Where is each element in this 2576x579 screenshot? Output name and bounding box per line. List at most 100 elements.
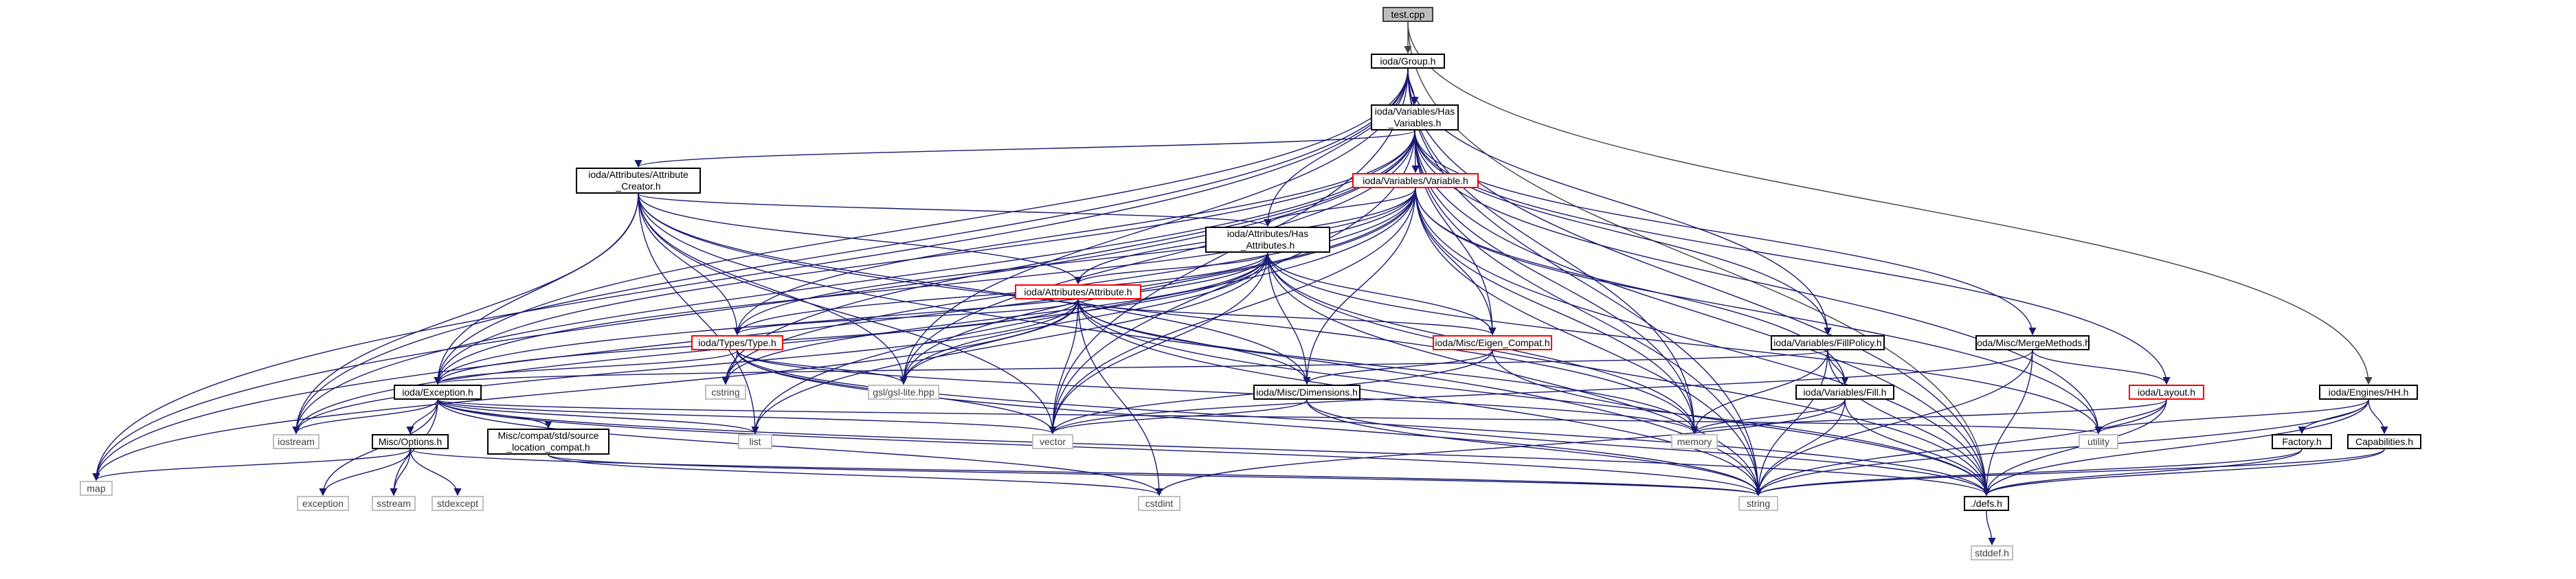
edge-mergemethods-h-to-defs-h — [1982, 350, 2033, 497]
node-type-h[interactable]: ioda/Types/Type.h — [691, 335, 783, 350]
node-factory-h[interactable]: Factory.h — [2272, 434, 2332, 449]
edge-fillpolicy-h-to-defs-h — [1827, 350, 1991, 497]
edge-group-h-to-string — [1407, 68, 1762, 497]
edge-exception-h-to-vector — [437, 399, 1057, 435]
edge-group-h-to-memory — [1407, 68, 1699, 435]
node-test-cpp[interactable]: test.cpp — [1382, 7, 1433, 22]
edge-attribute-creator-h-to-gsl-lite-hpp — [638, 193, 908, 385]
edge-variable-h-to-exception-h — [434, 188, 1416, 385]
edge-engines-hh-h-to-string — [1754, 399, 2369, 497]
edge-attribute-creator-h-to-exception-h — [434, 193, 639, 385]
node-cstring: cstring — [705, 385, 746, 400]
node-capabilities-h[interactable]: Capabilities.h — [2347, 434, 2421, 449]
node-stddef-h: stddef.h — [1971, 545, 2013, 560]
edge-attribute-h-to-memory — [1077, 299, 1699, 435]
edge-has-variables-h-to-gsl-lite-hpp — [899, 130, 1415, 385]
node-fillpolicy-h[interactable]: ioda/Variables/FillPolicy.h — [1771, 335, 1885, 350]
node-stdexcept: stdexcept — [432, 496, 484, 511]
edge-group-h-to-defs-h — [1407, 68, 1991, 497]
edge-group-h-to-has-attributes-h — [1264, 68, 1409, 227]
edge-variable-h-to-eigen-compat-h — [1415, 188, 1497, 336]
edge-has-variables-h-to-utility — [1414, 130, 2103, 435]
node-has-attributes-h[interactable]: ioda/Attributes/Has _Attributes.h — [1205, 227, 1330, 253]
node-source-location-compat-h[interactable]: Misc/compat/std/source _location_compat.… — [487, 429, 609, 455]
edge-layout-h-to-string — [1754, 399, 2167, 497]
edge-fillpolicy-h-to-exception-h — [434, 350, 1828, 385]
edge-has-variables-h-to-attribute-creator-h — [634, 130, 1415, 168]
edge-attribute-creator-h-to-string — [638, 193, 1762, 497]
edge-attribute-creator-h-to-type-h — [638, 193, 741, 336]
edge-eigen-compat-h-to-dimensions-h — [1303, 350, 1493, 385]
node-eigen-compat-h[interactable]: ioda/Misc/Eigen_Compat.h — [1433, 335, 1552, 350]
node-attribute-h[interactable]: ioda/Attributes/Attribute.h — [1015, 284, 1141, 299]
edge-misc-options-h-to-stdexcept — [410, 449, 462, 497]
node-mergemethods-h[interactable]: ioda/Misc/MergeMethods.h — [1975, 335, 2090, 350]
edge-fill-h-to-defs-h — [1844, 399, 1991, 497]
edge-has-variables-h-to-eigen-compat-h — [1414, 130, 1497, 336]
node-dimensions-h[interactable]: ioda/Misc/Dimensions.h — [1253, 385, 1360, 400]
edge-attribute-creator-h-to-dimensions-h — [638, 193, 1311, 385]
edge-group-h-to-fillpolicy-h — [1407, 68, 1832, 336]
edge-variable-h-to-string — [1415, 188, 1762, 497]
edge-engines-hh-h-to-capabilities-h — [2368, 399, 2388, 435]
edge-attribute-creator-h-to-list — [638, 193, 759, 435]
edge-defs-h-to-stddef-h — [1986, 510, 1996, 546]
edge-capabilities-h-to-defs-h — [1982, 449, 2385, 497]
edge-attribute-h-to-iostream — [292, 299, 1079, 435]
edge-attribute-h-to-map — [92, 299, 1079, 481]
node-variable-h[interactable]: ioda/Variables/Variable.h — [1352, 173, 1479, 188]
node-sstream: sstream — [372, 496, 416, 511]
edge-fillpolicy-h-to-memory — [1690, 350, 1828, 435]
node-cstdint: cstdint — [1138, 496, 1180, 511]
edge-fill-h-to-cstdint — [1155, 399, 1846, 497]
edge-attribute-h-to-cstdint — [1077, 299, 1163, 497]
edge-group-h-to-gsl-lite-hpp — [899, 68, 1409, 385]
edge-engines-hh-h-to-defs-h — [1982, 399, 2369, 497]
edge-has-attributes-h-to-attribute-h — [1074, 252, 1268, 285]
edge-exception-h-to-iostream — [292, 399, 438, 435]
edge-type-h-to-memory — [737, 350, 1699, 435]
edge-has-attributes-h-to-defs-h — [1267, 252, 1991, 497]
edge-test-cpp-to-engines-hh-h — [1407, 21, 2373, 385]
edge-engines-hh-h-to-utility — [2094, 399, 2369, 435]
edge-has-variables-h-to-type-h — [733, 130, 1415, 336]
edge-has-attributes-h-to-dimensions-h — [1267, 252, 1311, 385]
edge-has-variables-h-to-iostream — [292, 130, 1415, 435]
edge-attribute-creator-h-to-iostream — [292, 193, 639, 435]
edge-variable-h-to-gsl-lite-hpp — [899, 188, 1416, 385]
edge-variable-h-to-utility — [1415, 188, 2103, 435]
edge-has-variables-h-to-fillpolicy-h — [1414, 130, 1832, 336]
node-engines-hh-h[interactable]: ioda/Engines/HH.h — [2319, 385, 2418, 400]
edge-exception-h-to-utility — [437, 399, 2102, 435]
edge-fill-h-to-string — [1754, 399, 1846, 497]
edge-variable-h-to-dimensions-h — [1303, 188, 1416, 385]
node-group-h[interactable]: ioda/Group.h — [1371, 54, 1445, 69]
node-layout-h[interactable]: ioda/Layout.h — [2129, 385, 2204, 400]
edge-attribute-h-to-defs-h — [1077, 299, 1991, 497]
edge-type-h-to-defs-h — [737, 350, 1991, 497]
node-has-variables-h[interactable]: ioda/Variables/Has _Variables.h — [1371, 104, 1459, 130]
edge-factory-h-to-defs-h — [1982, 449, 2303, 497]
node-exception: exception — [297, 496, 349, 511]
edge-mergemethods-h-to-layout-h — [2032, 350, 2171, 385]
edge-exception-h-to-defs-h — [437, 399, 1991, 497]
edge-factory-h-to-string — [1754, 449, 2303, 497]
node-attribute-creator-h[interactable]: ioda/Attributes/Attribute _Creator.h — [576, 168, 701, 194]
node-iostream: iostream — [273, 434, 320, 449]
edge-eigen-compat-h-to-defs-h — [1492, 350, 1991, 497]
edge-attribute-creator-h-to-vector — [638, 193, 1057, 435]
edge-misc-options-h-to-sstream — [390, 449, 411, 497]
node-fill-h[interactable]: ioda/Variables/Fill.h — [1795, 385, 1894, 400]
edge-fill-h-to-memory — [1690, 399, 1846, 435]
edge-has-variables-h-to-cstring — [721, 130, 1415, 385]
node-defs-h[interactable]: ./defs.h — [1964, 496, 2009, 511]
node-misc-options-h[interactable]: Misc/Options.h — [372, 434, 449, 449]
node-exception-h[interactable]: ioda/Exception.h — [394, 385, 482, 400]
edge-group-h-to-iostream — [292, 68, 1409, 435]
edge-attribute-creator-h-to-memory — [638, 193, 1699, 435]
edge-variable-h-to-vector — [1049, 188, 1416, 435]
edge-layout-h-to-defs-h — [1982, 399, 2167, 497]
edge-group-h-to-exception-h — [434, 68, 1409, 385]
